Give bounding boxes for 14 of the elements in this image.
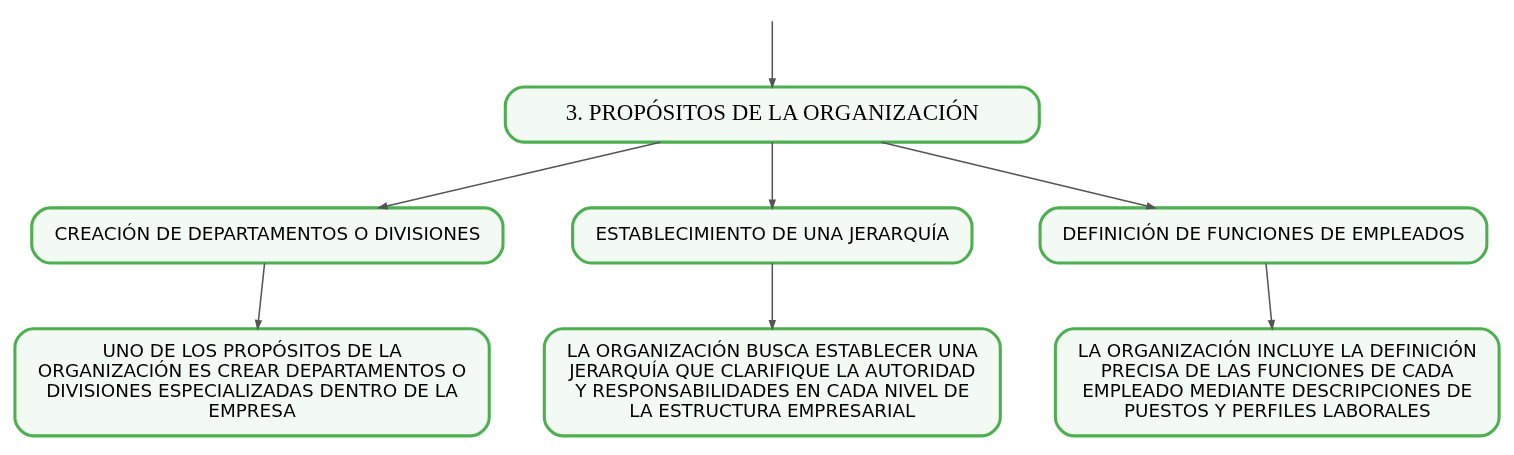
- node-box: ESTABLECIMIENTO DE UNA JERARQUÍA: [571, 205, 974, 264]
- node-box: DEFINICIÓN DE FUNCIONES DE EMPLEADOS: [1038, 205, 1489, 264]
- node-box: CREACIÓN DE DEPARTAMENTOS O DIVISIONES: [30, 205, 505, 264]
- arrow: [880, 140, 1158, 209]
- node-box: LA ORGANIZACIÓN INCLUYE LA DEFINICIÓN PRECISA DE LAS FUNCIONES DE CADA EMPLEADO MEDIANTE DESCRIPCIONES DE PUESTOS Y PERFILES LABORALES: [1053, 326, 1501, 437]
- arrow: [1265, 262, 1276, 331]
- arrow: [768, 20, 777, 89]
- node-box: 3. PROPÓSITOS DE LA ORGANIZACIÓN: [503, 85, 1041, 144]
- arrow: [768, 140, 777, 210]
- node-box: LA ORGANIZACIÓN BUSCA ESTABLECER UNA JERARQUÍA QUE CLARIFIQUE LA AUTORIDAD Y RESPONSABILIDADES EN CADA NIVEL DE LA ESTRUCTURA EMPRESARIAL: [542, 326, 1002, 437]
- arrow: [768, 262, 777, 331]
- node-box: UNO DE LOS PROPÓSITOS DE LA ORGANIZACIÓN ES CREAR DEPARTAMENTOS O DIVISIONES ESPECIALIZADAS DENTRO DE LA EMPRESA: [13, 326, 491, 437]
- arrow: [254, 262, 266, 331]
- arrow: [376, 140, 661, 210]
